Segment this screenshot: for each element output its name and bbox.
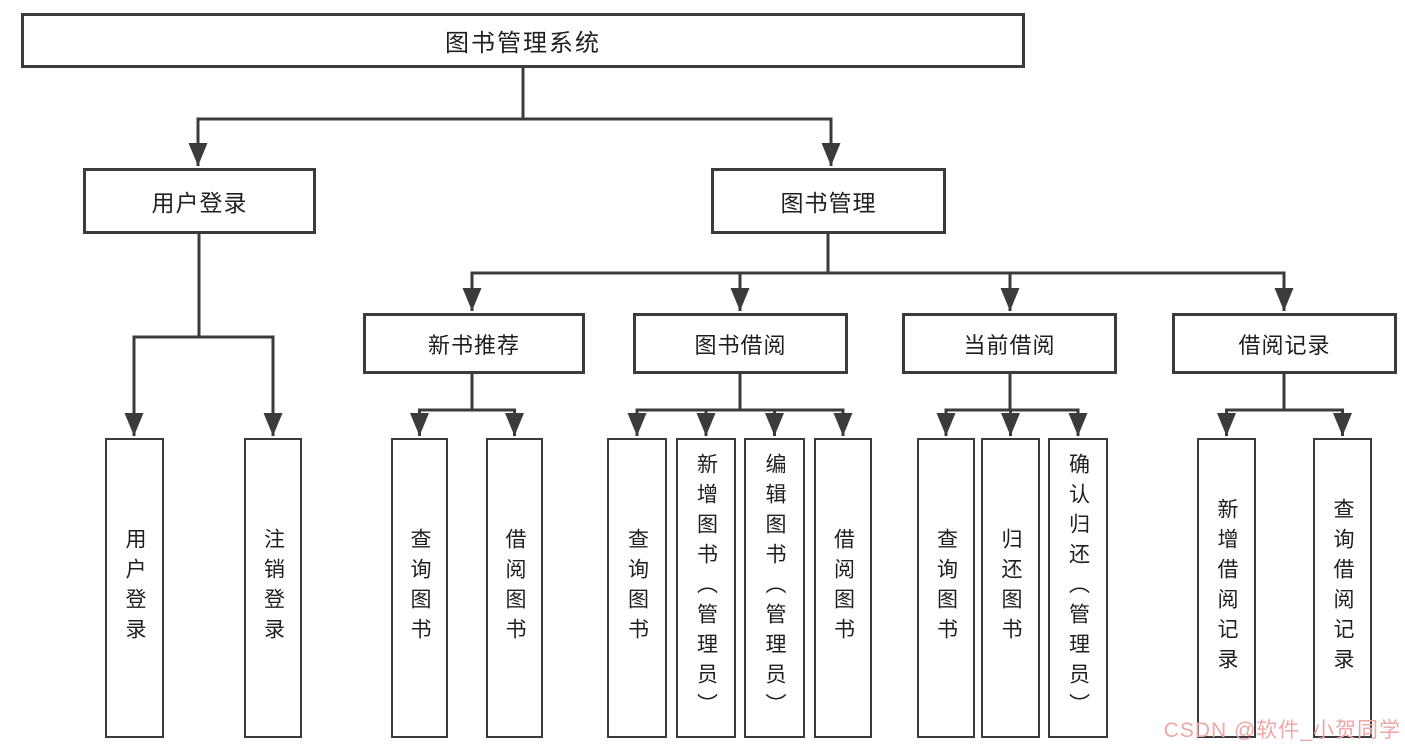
branch-node-book-management: 图书管理 [711, 168, 946, 234]
group-node-borrow-records: 借阅记录 [1172, 313, 1397, 374]
leaf-node-label: 新增借阅记录 [1215, 498, 1238, 678]
root-node-book-management-system: 图书管理系统 [21, 13, 1025, 68]
leaf-node-confirm-return-admin: 确认归还（管理员） [1048, 438, 1108, 738]
leaf-node-label: 借阅图书 [503, 528, 526, 648]
group-node-label: 新书推荐 [427, 332, 520, 358]
leaf-node-label: 确认归还（管理员） [1066, 453, 1090, 723]
leaf-node-edit-books-admin: 编辑图书（管理员） [744, 438, 805, 738]
leaf-node-query-borrow-record: 查询借阅记录 [1313, 438, 1372, 738]
group-node-current-borrow: 当前借阅 [902, 313, 1117, 374]
branch-node-user-login: 用户登录 [83, 168, 316, 234]
leaf-node-label: 查询图书 [934, 528, 958, 648]
leaf-node-logout: 注销登录 [244, 438, 302, 738]
leaf-node-add-borrow-record: 新增借阅记录 [1197, 438, 1256, 738]
leaf-node-return-books: 归还图书 [981, 438, 1040, 738]
leaf-node-query-books-current: 查询图书 [917, 438, 975, 738]
leaf-node-user-login: 用户登录 [105, 438, 164, 738]
csdn-watermark: CSDN @软件_小贺同学 [1163, 719, 1401, 742]
leaf-node-label: 用户登录 [123, 528, 146, 648]
group-node-book-borrow: 图书借阅 [633, 313, 848, 374]
leaf-node-label: 编辑图书（管理员） [763, 453, 786, 723]
group-node-label: 当前借阅 [963, 332, 1056, 358]
leaf-node-label: 归还图书 [999, 528, 1022, 648]
group-node-label: 借阅记录 [1238, 332, 1331, 358]
leaf-node-query-books-recommend: 查询图书 [391, 438, 448, 738]
leaf-node-label: 新增图书（管理员） [694, 453, 718, 723]
leaf-node-label: 查询借阅记录 [1331, 498, 1354, 678]
leaf-node-label: 注销登录 [261, 528, 285, 648]
branch-node-label: 图书管理 [780, 190, 877, 216]
group-node-label: 图书借阅 [694, 332, 787, 358]
leaf-node-borrow-books-recommend: 借阅图书 [486, 438, 543, 738]
root-node-label: 图书管理系统 [445, 30, 601, 57]
leaf-node-label: 查询图书 [625, 528, 649, 648]
leaf-node-query-books-borrow: 查询图书 [607, 438, 667, 738]
leaf-node-borrow-books: 借阅图书 [814, 438, 872, 738]
branch-node-label: 用户登录 [151, 190, 248, 216]
leaf-node-label: 查询图书 [408, 528, 431, 648]
group-node-new-book-recommend: 新书推荐 [363, 313, 585, 374]
leaf-node-add-books-admin: 新增图书（管理员） [676, 438, 736, 738]
leaf-node-label: 借阅图书 [831, 528, 855, 648]
